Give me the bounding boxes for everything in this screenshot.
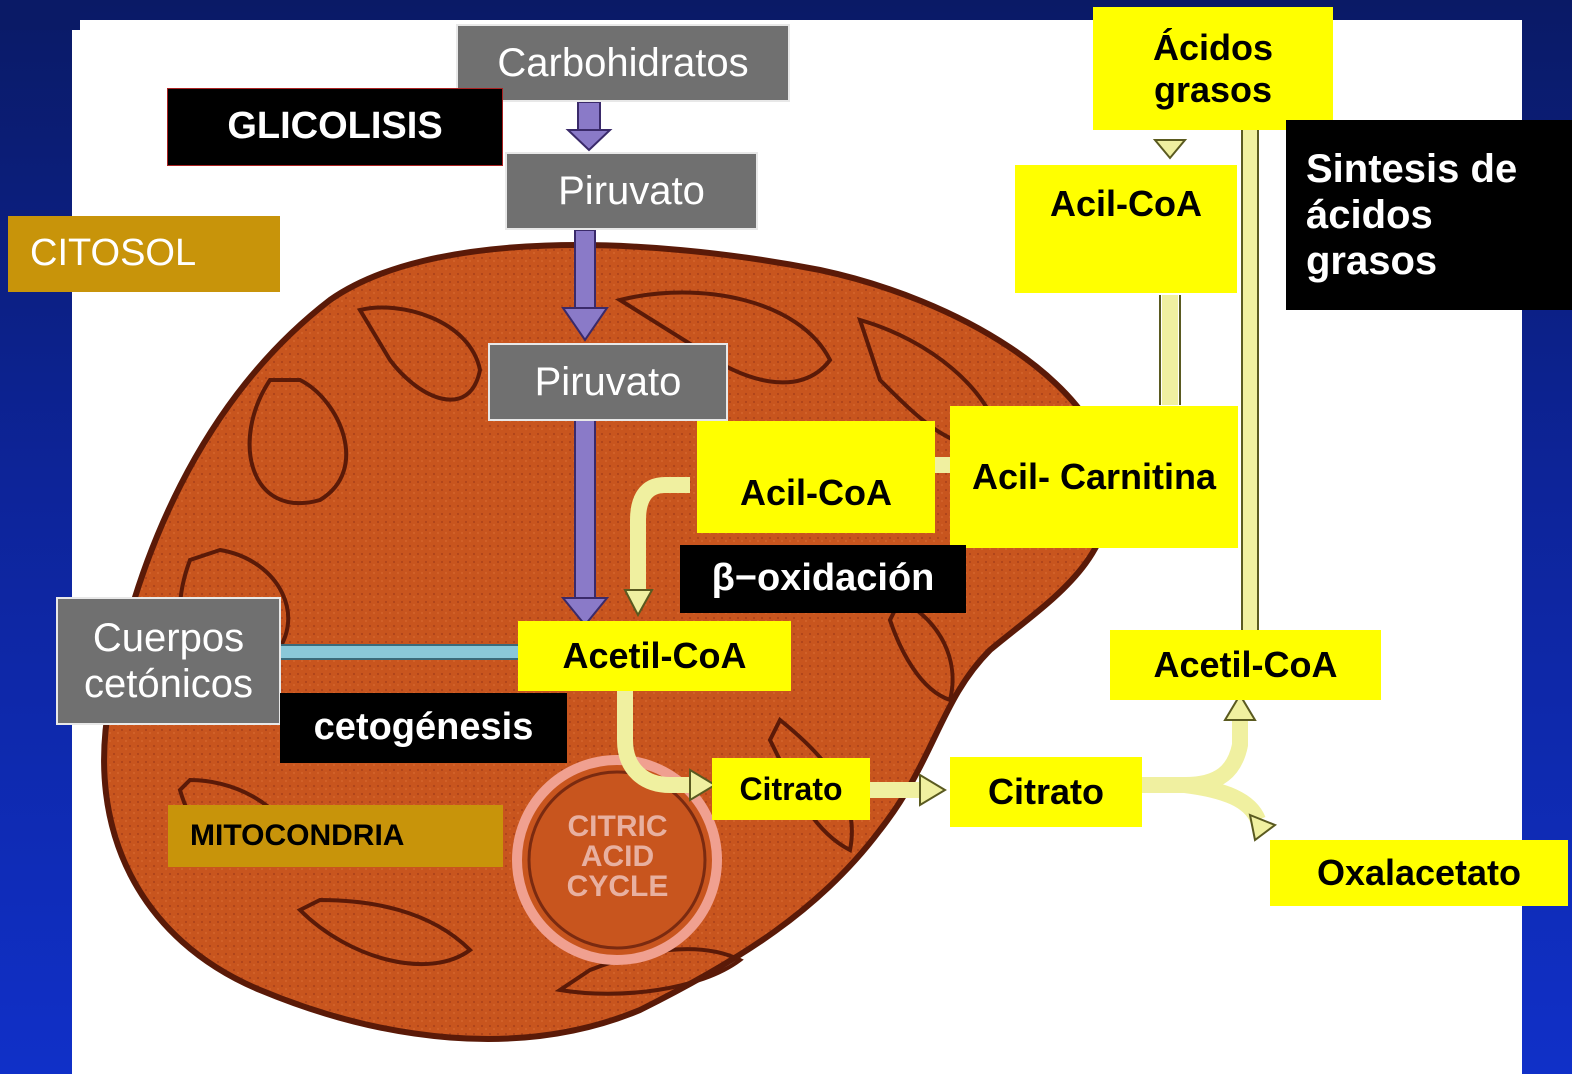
- oxalacetato-box: Oxalacetato: [1270, 840, 1568, 906]
- acil-coa-mito-box: Acil-CoA: [697, 421, 935, 533]
- citric-acid-cycle-label: CITRIC ACID CYCLE: [560, 812, 675, 902]
- acil-coa-cytosol-box: Acil-CoA: [1015, 165, 1237, 293]
- glicolisis-box: GLICOLISIS: [167, 88, 503, 166]
- acil-carnitina-box: Acil- Carnitina: [950, 406, 1238, 548]
- citosol-label: CITOSOL: [8, 216, 280, 292]
- acetil-coa-mito-box: Acetil-CoA: [518, 621, 791, 691]
- mitocondria-label: MITOCONDRIA: [168, 805, 503, 867]
- ketogenesis-bar: [280, 645, 520, 659]
- piruvato-mito-box: Piruvato: [488, 343, 728, 421]
- acetil-coa-cytosol-box: Acetil-CoA: [1110, 630, 1381, 700]
- piruvato-cytosol-box: Piruvato: [505, 152, 758, 230]
- carbohidratos-box: Carbohidratos: [456, 24, 790, 102]
- acidos-grasos-box: Ácidos grasos: [1093, 7, 1333, 130]
- sintesis-box: Sintesis de ácidos grasos: [1286, 120, 1572, 310]
- cetogenesis-box: cetogénesis: [280, 693, 567, 763]
- cuerpos-cetonicos-box: Cuerpos cetónicos: [56, 597, 281, 725]
- citrato-mito-box: Citrato: [712, 758, 870, 820]
- citrato-cytosol-box: Citrato: [950, 757, 1142, 827]
- beta-oxidacion-box: β−oxidación: [680, 545, 966, 613]
